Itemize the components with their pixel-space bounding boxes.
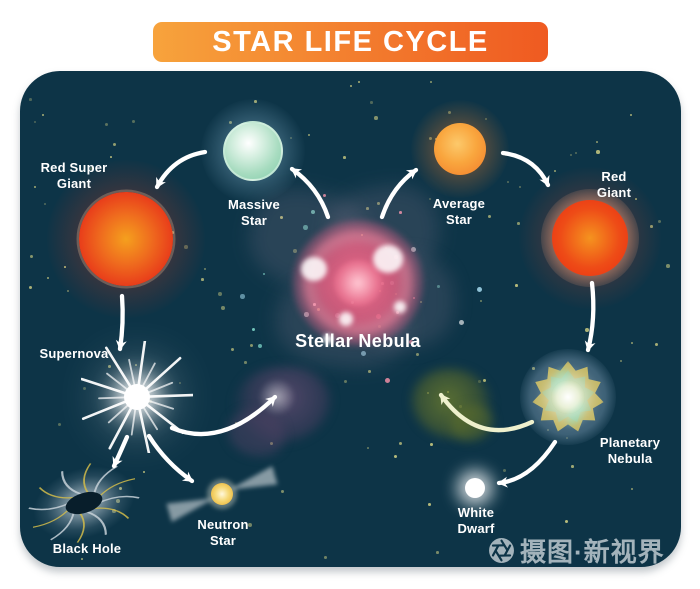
label-supernova: Supernova	[39, 346, 109, 361]
title-banner: STAR LIFE CYCLE	[153, 22, 548, 62]
neutron-star-jets	[166, 466, 278, 522]
arrow-massive-to-red-super-giant	[154, 149, 208, 190]
arrow-supernova-to-remnant-cloud	[169, 394, 278, 437]
neutron-star	[166, 466, 278, 522]
nebula-spot	[339, 312, 353, 326]
camera-shutter-icon	[489, 538, 514, 563]
red-giant	[552, 200, 628, 276]
label-stellar-nebula: Stellar Nebula	[295, 331, 421, 351]
arrow-supernova-to-neutron-star	[146, 433, 195, 484]
nebula-spot	[373, 245, 403, 273]
black-hole	[28, 463, 140, 543]
white-dwarf	[465, 478, 485, 498]
arrow-planetary-nebula-to-gas-cloud	[438, 392, 535, 433]
neutron-star-core	[211, 483, 233, 505]
arrow-red-super-giant-to-supernova	[115, 293, 127, 352]
page-title: STAR LIFE CYCLE	[212, 25, 489, 58]
nebula-spot	[394, 301, 406, 313]
average-star	[434, 123, 486, 175]
arrow-average-to-red-giant	[500, 150, 551, 188]
flow-arrows	[111, 149, 596, 488]
nebula-spot	[323, 334, 333, 344]
nebula-bright-center	[334, 260, 382, 306]
red-super-giant	[79, 192, 173, 286]
arrow-planetary-nebula-to-white-dwarf	[496, 439, 558, 488]
remnant-cloud-wisp	[228, 410, 284, 456]
arrow-nebula-to-massive-star	[289, 166, 331, 220]
nebula-spot	[301, 257, 327, 281]
watermark: 摄图·新视界	[488, 532, 665, 567]
arrow-red-giant-to-planetary-nebula	[584, 280, 596, 353]
supernova-core	[124, 384, 150, 410]
massive-star	[223, 121, 283, 181]
arrow-nebula-to-average-star	[379, 167, 419, 220]
label-black-hole: Black Hole	[52, 541, 122, 556]
watermark-text: 摄图·新视界	[520, 537, 665, 567]
arrow-supernova-to-black-hole	[111, 434, 130, 469]
nebula-ring	[304, 231, 412, 335]
planetary-nebula-core	[551, 380, 585, 414]
